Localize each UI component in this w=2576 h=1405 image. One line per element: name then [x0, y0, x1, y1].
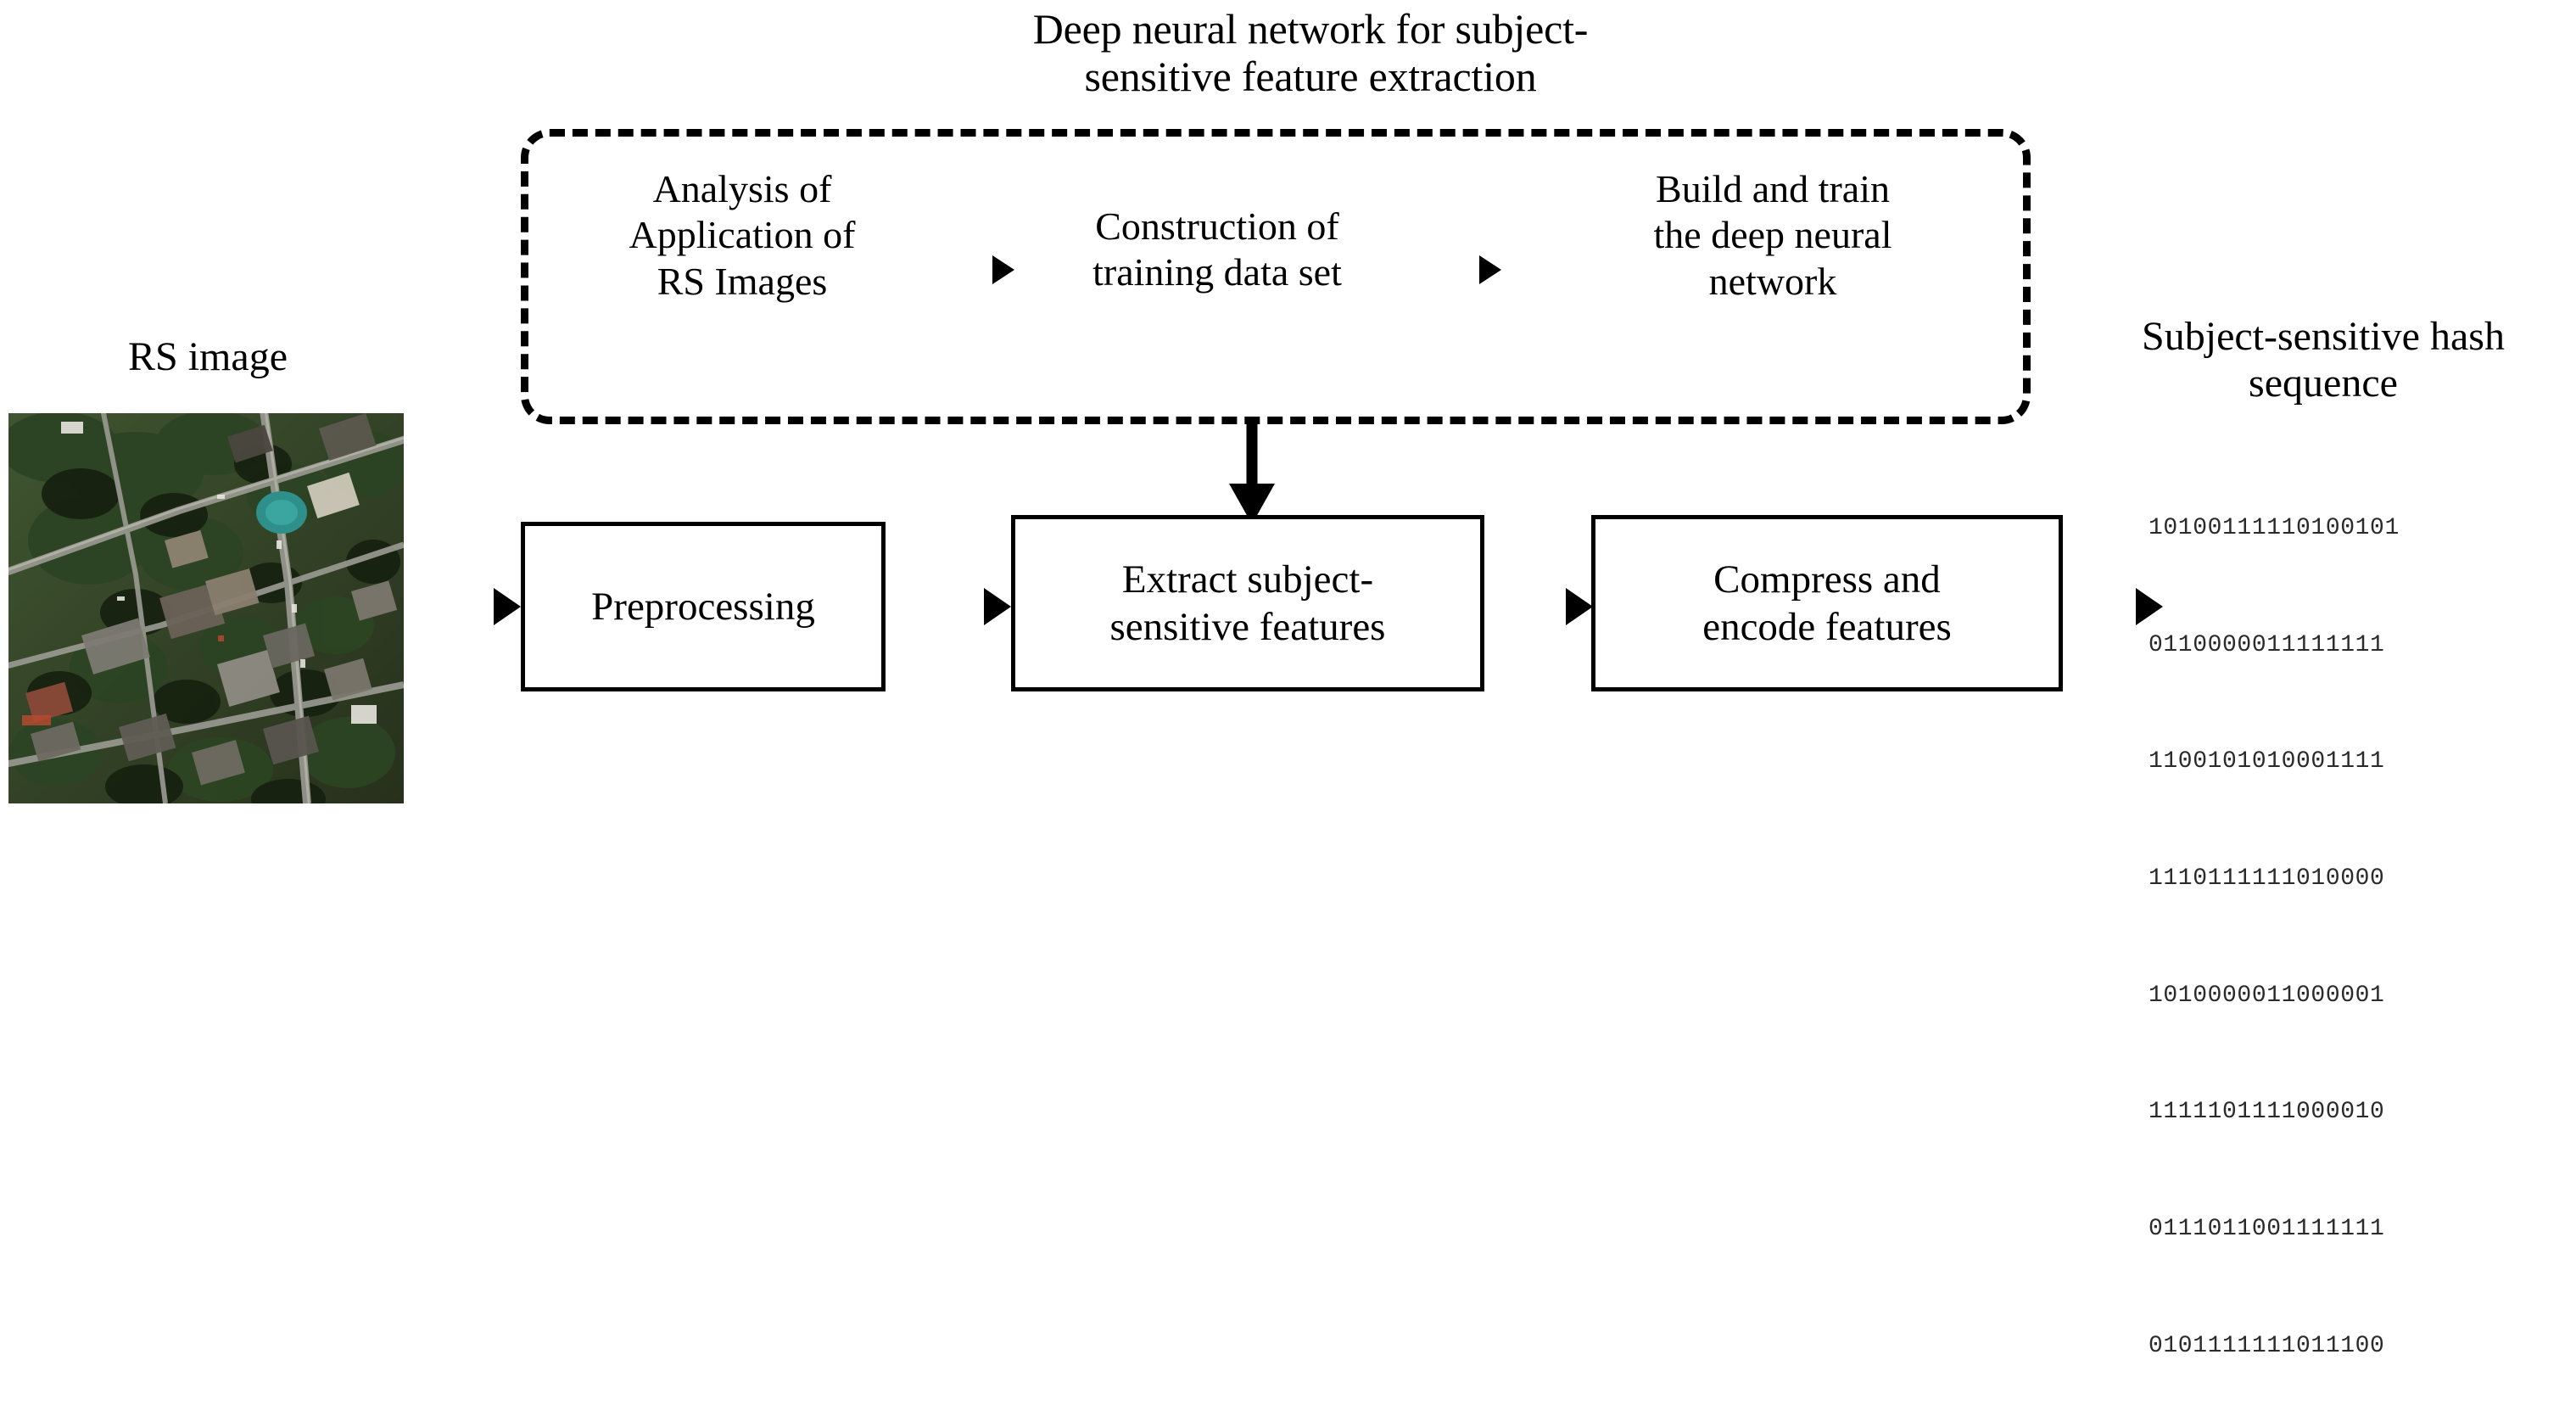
- diagram-title: Deep neural network for subject- sensiti…: [882, 5, 1739, 100]
- hash-sequence-title: Subject-sensitive hash sequence: [2073, 314, 2573, 406]
- hash-line: 0111011001111111: [2149, 1216, 2385, 1243]
- stage-construction-of-training-data-set: Construction of training data set: [1022, 204, 1412, 296]
- arrow-head: [992, 255, 1014, 284]
- stage-build-line-1: Build and train: [1656, 167, 1890, 210]
- diagram-title-line-2: sensitive feature extraction: [1084, 53, 1537, 100]
- box-extract-subject-sensitive-features: Extract subject- sensitive features: [1011, 515, 1484, 691]
- box-compress-label: Compress and encode features: [1702, 556, 1952, 652]
- stage-analysis-line-2: Application of: [629, 213, 856, 257]
- box-extract-line-2: sensitive features: [1109, 605, 1386, 649]
- arrow-head: [1479, 255, 1501, 284]
- rs-image-label: RS image: [128, 334, 288, 379]
- hash-line: 1010000011000001: [2149, 982, 2385, 1009]
- box-preprocessing: Preprocessing: [521, 522, 886, 691]
- deep-neural-network-group-border: [521, 129, 2031, 424]
- arrow-head: [2136, 588, 2163, 625]
- stage-analysis-of-application-of-rs-images: Analysis of Application of RS Images: [560, 166, 925, 305]
- satellite-aerial-image: [8, 413, 404, 803]
- hash-sequence-title-line-2: sequence: [2249, 360, 2398, 406]
- hash-line: 1111101111000010: [2149, 1099, 2385, 1126]
- hash-sequence-title-line-1: Subject-sensitive hash: [2142, 314, 2505, 359]
- stage-build-line-2: the deep neural: [1653, 213, 1892, 257]
- stage-construction-line-2: training data set: [1092, 250, 1342, 294]
- arrow-group-to-extract-features: [1229, 424, 1275, 524]
- box-compress-and-encode-features: Compress and encode features: [1591, 515, 2063, 691]
- stage-analysis-line-1: Analysis of: [652, 167, 832, 210]
- diagram-title-line-1: Deep neural network for subject-: [1032, 5, 1589, 53]
- stage-analysis-line-3: RS Images: [657, 259, 828, 303]
- hash-line: 1110111111010000: [2149, 865, 2385, 892]
- arrow-head: [984, 588, 1011, 625]
- arrow-shaft: [1246, 424, 1258, 487]
- arrow-head: [1566, 588, 1593, 625]
- stage-build-and-train-the-deep-neural-network: Build and train the deep neural network: [1595, 166, 1951, 305]
- box-compress-line-2: encode features: [1702, 605, 1952, 649]
- hash-line: 1100101010001111: [2149, 748, 2385, 775]
- arrow-head: [494, 588, 521, 625]
- box-preprocessing-label: Preprocessing: [591, 583, 815, 630]
- hash-line: 0110000011111111: [2149, 631, 2385, 658]
- hash-line: 10100111110100101: [2149, 514, 2400, 541]
- box-extract-label: Extract subject- sensitive features: [1110, 556, 1386, 652]
- stage-construction-line-1: Construction of: [1095, 204, 1339, 248]
- box-extract-line-1: Extract subject-: [1121, 557, 1374, 602]
- hash-line: 0101111111011100: [2149, 1332, 2385, 1359]
- hash-sequence-bits: 10100111110100101 0110000011111111 11001…: [2149, 431, 2505, 1405]
- rs-image-thumbnail: [8, 413, 404, 803]
- box-preprocessing-line-1: Preprocessing: [591, 584, 815, 629]
- box-compress-line-1: Compress and: [1713, 557, 1941, 602]
- stage-build-line-3: network: [1708, 259, 1837, 303]
